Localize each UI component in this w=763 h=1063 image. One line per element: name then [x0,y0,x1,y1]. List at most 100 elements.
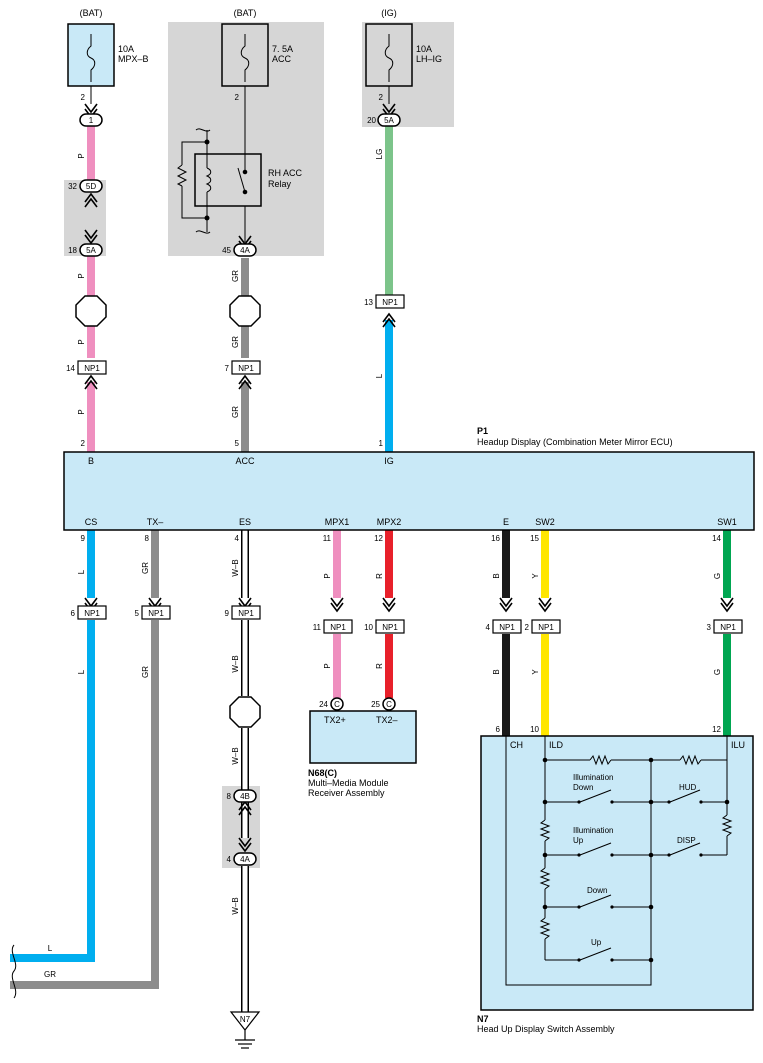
p1-ecu-box [63,451,755,531]
component-titles: P1 Headup Display (Combination Meter Mir… [308,426,745,1034]
pin-fuse2: 2 [235,93,240,102]
fuse-labels: (BAT) 10A MPX–B (BAT) 7. 5A ACC (IG) 10A… [80,8,442,189]
wl-gr-3: GR [231,406,240,418]
sw-illum-up-2: Up [573,836,584,845]
wl-y-2: Y [531,669,540,675]
conn-5a: 5A [86,246,96,255]
pin-b4: 4 [235,534,240,543]
pin-n6: 6 [71,609,76,618]
pin-d6: 6 [496,725,501,734]
junction-octagons [75,295,261,728]
fuse2-rating: 7. 5A [272,44,293,54]
octagon-acc [229,295,261,327]
n7-code: N7 [477,1014,489,1024]
pin-name-b: B [88,456,94,466]
np1-sw2: NP1 [538,623,554,632]
fuse3-source: (IG) [381,8,397,18]
pin-s4: 4 [227,855,232,864]
pin-b14: 14 [712,534,721,543]
pin-name-acc: ACC [235,456,255,466]
n7-nodes [542,757,730,963]
np1-sw1: NP1 [720,623,736,632]
wl-g-1: G [713,573,722,579]
n7-ild: ILD [549,740,564,750]
fuse3-rating: 10A [416,44,432,54]
pin-fuse3: 2 [379,93,384,102]
wire-tx-2 [10,620,159,989]
pin-b16: 16 [491,534,500,543]
wl-r-1: R [375,573,384,579]
sw-illum-up-1: Illumination [573,826,613,835]
n68-line2: Receiver Assembly [308,788,385,798]
np1-e: NP1 [499,623,515,632]
wl-p-2: P [77,273,86,278]
pin-n11: 11 [313,623,322,632]
wl-p-3: P [77,339,86,344]
wire-color-labels: P P P P GR GR GR LG L L L GR GR W–B W–B … [44,149,722,979]
pin-32: 32 [68,182,77,191]
pin-b12: 12 [374,534,383,543]
pin-7: 7 [225,364,230,373]
wl-gr-2: GR [231,336,240,348]
n68-box [309,710,417,764]
wl-b-1: B [492,573,501,578]
oval-connectors [79,113,401,866]
np1-acc: NP1 [238,364,254,373]
fuse3-name: LH–IG [416,54,442,64]
octagon-es [229,696,261,728]
wl-wb-4: W–B [231,897,240,914]
pin-b9: 9 [81,534,86,543]
pin-numbers: 2 2 2 20 32 18 45 13 14 7 2 5 1 9 8 4 11… [66,93,721,864]
pin-name-ig: IG [384,456,394,466]
np1-boxes [77,294,743,634]
wl-wb-3: W–B [231,747,240,764]
ground-symbol [229,1011,261,1049]
np1-es: NP1 [238,609,254,618]
pin-b15: 15 [530,534,539,543]
conn-5a-ig: 5A [384,116,394,125]
pin-n2: 2 [525,623,530,632]
wl-p-mpx1a: P [323,573,332,578]
pin-name-es: ES [239,517,251,527]
wire-cs-2 [10,620,95,962]
arrow-markers [84,103,734,853]
wl-gr-tx2: GR [141,666,150,678]
pin-n5: 5 [135,609,140,618]
ground-label: N7 [240,1015,251,1024]
pin-name-sw1: SW1 [717,517,737,527]
pin-n10: 10 [364,623,373,632]
n68-code: N68(C) [308,768,337,778]
relay-label-2: Relay [268,179,292,189]
pin-b8: 8 [145,534,150,543]
wl-p-mpx1b: P [323,663,332,668]
pin-45: 45 [222,246,231,255]
pin-18: 18 [68,246,77,255]
n7-ch: CH [510,740,523,750]
sw-disp: DISP [677,836,696,845]
conn-1: 1 [89,116,94,125]
sw-down: Down [587,886,607,895]
pin-fuse1: 2 [81,93,86,102]
pin-d12: 12 [712,725,721,734]
n7-title: Head Up Display Switch Assembly [477,1024,615,1034]
pin-top-5: 5 [235,439,240,448]
pin-c25: 25 [371,700,380,709]
pin-name-sw2: SW2 [535,517,555,527]
wl-l-ig: L [375,373,384,378]
np1-mpx2: NP1 [382,623,398,632]
pin-n4: 4 [486,623,491,632]
np1-tx: NP1 [148,609,164,618]
wl-r-2: R [375,663,384,669]
fuse-acc [221,23,269,87]
conn-4b: 4B [240,792,250,801]
n68-tx2-plus: TX2+ [324,715,346,725]
wl-gr-bottom: GR [44,970,56,979]
sw-hud: HUD [679,783,697,792]
np1-b: NP1 [84,364,100,373]
pin-c24: 24 [319,700,328,709]
sw-up: Up [591,938,602,947]
sw-illum-down-2: Down [573,783,593,792]
sw-illum-down-1: Illumination [573,773,613,782]
wl-l-cs2: L [77,669,86,674]
wl-l-bottom: L [48,944,53,953]
